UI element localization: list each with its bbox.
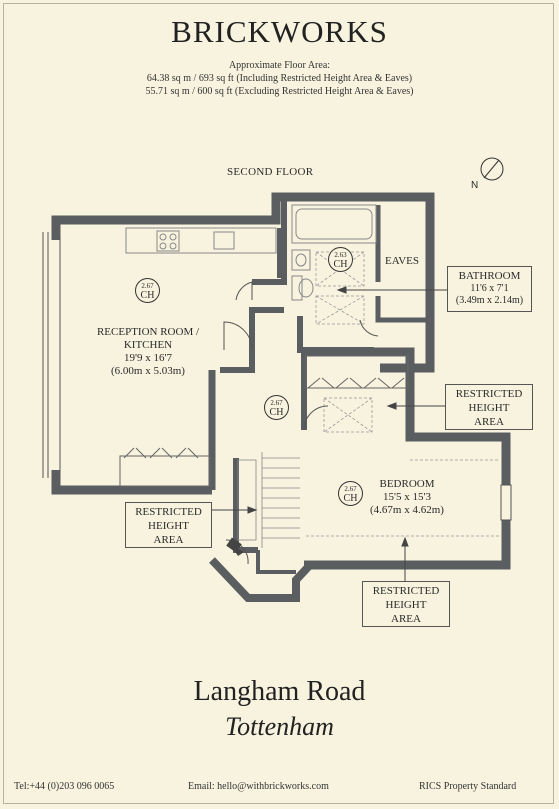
ceiling-height-value: 2.67 bbox=[141, 282, 154, 290]
loft-hatch-landing bbox=[323, 397, 373, 433]
toilet-icon bbox=[291, 275, 314, 301]
room-reception: RECEPTION ROOM / KITCHEN 19'9 x 16'7 (6.… bbox=[78, 326, 218, 378]
ceiling-height-value: 2.67 bbox=[270, 399, 283, 407]
floor-label: SECOND FLOOR bbox=[227, 166, 314, 178]
basin-icon bbox=[291, 249, 311, 271]
loft-hatch-bath bbox=[315, 251, 365, 287]
wardrobe-bedroom bbox=[305, 355, 409, 389]
ceiling-height-unit: CH bbox=[343, 493, 358, 504]
ceiling-height-reception: 2.67 CH bbox=[135, 278, 160, 303]
address-street: Langham Road bbox=[193, 676, 366, 707]
restricted-line1: RESTRICTED bbox=[455, 388, 523, 400]
label-restricted-stairs: RESTRICTED HEIGHT AREA bbox=[125, 502, 212, 548]
ceiling-height-bedroom: 2.67 CH bbox=[338, 481, 363, 506]
room-bedroom-dims-imperial: 15'5 x 15'3 bbox=[383, 491, 431, 503]
room-bedroom-dims-metric: (4.67m x 4.62m) bbox=[370, 504, 444, 516]
wall-reception-left-low bbox=[51, 470, 212, 495]
restricted-line3: AREA bbox=[391, 613, 421, 625]
room-reception-dims-imperial: 19'9 x 16'7 bbox=[124, 352, 172, 364]
room-reception-dims-metric: (6.00m x 5.03m) bbox=[111, 365, 185, 377]
room-bathroom-dims-imperial: 11'6 x 7'1 bbox=[470, 283, 509, 294]
door-bedroom bbox=[303, 405, 329, 431]
floor-area-title: Approximate Floor Area: bbox=[228, 60, 331, 71]
ceiling-height-landing: 2.67 CH bbox=[264, 395, 289, 420]
room-bedroom-name: BEDROOM bbox=[379, 478, 435, 490]
loft-hatch-eaves bbox=[315, 295, 365, 325]
footer-rics-standard: RICS Property Standard bbox=[419, 781, 517, 792]
compass-north-label: N bbox=[471, 180, 479, 191]
ceiling-height-unit: CH bbox=[333, 259, 348, 270]
restricted-line2: HEIGHT bbox=[385, 599, 427, 611]
ceiling-height-value: 2.63 bbox=[334, 251, 347, 259]
label-arrows bbox=[212, 286, 447, 582]
restricted-line3: AREA bbox=[474, 416, 504, 428]
page-border bbox=[3, 3, 554, 804]
wall-bath-outer bbox=[380, 192, 435, 373]
door-entry bbox=[225, 539, 249, 565]
door-reception bbox=[223, 321, 253, 351]
restricted-line2: HEIGHT bbox=[148, 520, 189, 532]
floor-area-excluding: 55.71 sq m / 600 sq ft (Excluding Restri… bbox=[145, 86, 414, 97]
floor-area-including: 64.38 sq m / 693 sq ft (Including Restri… bbox=[146, 73, 413, 84]
label-restricted-bedroom: RESTRICTED HEIGHT AREA bbox=[362, 581, 450, 627]
ceiling-height-bathroom: 2.63 CH bbox=[328, 247, 353, 272]
label-bathroom: BATHROOM 11'6 x 7'1 (3.49m x 2.14m) bbox=[447, 266, 532, 312]
window-bedroom bbox=[500, 484, 512, 521]
ceiling-height-unit: CH bbox=[269, 407, 284, 418]
room-bathroom-name: BATHROOM bbox=[458, 270, 521, 282]
footer-email[interactable]: Email: hello@withbrickworks.com bbox=[188, 781, 329, 792]
restricted-line1: RESTRICTED bbox=[135, 506, 202, 518]
wall-reception-top bbox=[51, 192, 380, 226]
hob-icon bbox=[156, 230, 180, 252]
room-eaves: EAVES bbox=[384, 255, 420, 267]
wall-hall-right bbox=[297, 316, 374, 353]
room-reception-name1: RECEPTION ROOM / bbox=[96, 326, 200, 338]
brand-logo: BRICKWORKS bbox=[171, 14, 388, 49]
wall-stair-bottom bbox=[209, 557, 313, 602]
bath-icon bbox=[291, 204, 377, 244]
ceiling-height-unit: CH bbox=[140, 290, 155, 301]
restricted-line2: HEIGHT bbox=[468, 402, 510, 414]
door-bath bbox=[235, 281, 253, 301]
sink-icon bbox=[213, 231, 235, 250]
kitchen-counter bbox=[125, 227, 277, 254]
room-bedroom: BEDROOM 15'5 x 15'3 (4.67m x 4.62m) bbox=[352, 478, 462, 517]
wall-bath-divider bbox=[375, 296, 430, 323]
compass-icon bbox=[480, 157, 504, 181]
ceiling-height-value: 2.67 bbox=[344, 485, 357, 493]
wall-bath-left bbox=[252, 197, 287, 285]
restricted-line3: AREA bbox=[153, 534, 184, 546]
doors bbox=[223, 281, 379, 565]
wall-hall bbox=[220, 307, 284, 373]
footer-tel[interactable]: Tel:+44 (0)203 096 0065 bbox=[14, 781, 115, 792]
window-left bbox=[42, 232, 61, 478]
restricted-line1: RESTRICTED bbox=[372, 585, 440, 597]
door-eaves bbox=[359, 319, 379, 337]
address-area: Tottenham bbox=[225, 712, 334, 741]
wall-landing bbox=[233, 458, 258, 553]
staircase bbox=[237, 452, 300, 548]
wardrobe-reception bbox=[119, 447, 211, 487]
label-restricted-landing: RESTRICTED HEIGHT AREA bbox=[445, 384, 533, 430]
wall-bedroom-top bbox=[304, 347, 511, 570]
wall-stair-inner bbox=[256, 550, 296, 574]
room-reception-name2: KITCHEN bbox=[123, 339, 173, 351]
room-bathroom-dims-metric: (3.49m x 2.14m) bbox=[455, 295, 524, 306]
